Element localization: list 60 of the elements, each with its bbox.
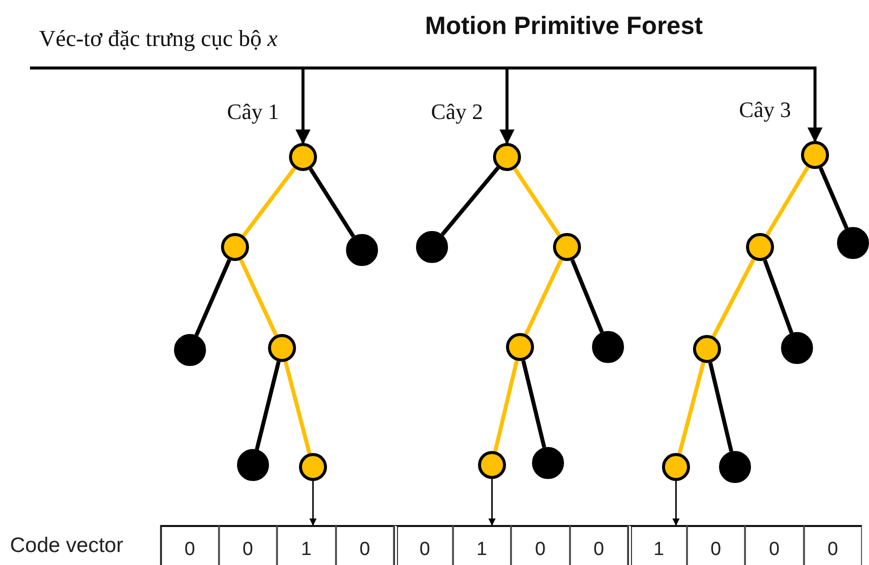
branch-line xyxy=(678,362,706,454)
branch-line xyxy=(524,258,563,336)
code-vector-cell: 0 xyxy=(745,525,804,565)
branch-line xyxy=(440,166,500,236)
code-vector-cell: 0 xyxy=(686,525,745,565)
tree-node xyxy=(237,449,269,481)
branch-line xyxy=(308,168,356,238)
code-vector-cell: 0 xyxy=(394,525,452,565)
active-tree-node xyxy=(693,335,721,363)
code-vector-cell: 0 xyxy=(511,525,570,565)
branch-line xyxy=(254,361,281,450)
tree-node xyxy=(592,331,624,363)
tree-node xyxy=(781,332,813,364)
active-tree-node xyxy=(506,333,534,361)
active-tree-node xyxy=(268,334,296,362)
tree-node xyxy=(416,231,448,263)
code-vector-cell: 1 xyxy=(628,525,686,565)
branch-line xyxy=(239,258,278,336)
branch-line xyxy=(242,166,296,238)
row-label: Code vector xyxy=(10,534,124,558)
arrow xyxy=(488,479,496,526)
branch-line xyxy=(493,360,519,452)
tree-label: Cây 1 xyxy=(227,99,279,125)
tree-node xyxy=(532,447,564,479)
diagram-title: Motion Primitive Forest xyxy=(425,12,703,41)
branch-line xyxy=(765,166,810,236)
tree-node xyxy=(346,234,378,266)
tree-label: Cây 3 xyxy=(739,97,791,123)
branch-line xyxy=(762,259,794,334)
active-tree-node xyxy=(662,453,690,481)
code-vector-cell: 1 xyxy=(277,525,336,565)
active-tree-node xyxy=(221,233,249,261)
branch-line xyxy=(570,259,604,333)
code-vector-cell: 0 xyxy=(570,525,628,565)
code-vector-cell: 0 xyxy=(336,525,394,565)
input-label: Véc-tơ đặc trưng cục bộ x xyxy=(30,26,370,68)
active-tree-node xyxy=(746,233,774,261)
arrow xyxy=(30,66,822,142)
branch-line xyxy=(284,361,312,454)
code-vector-cell: 0 xyxy=(160,525,218,565)
branch-line xyxy=(194,259,232,336)
branch-line xyxy=(513,168,561,236)
tree-node xyxy=(174,334,206,366)
tree-label: Cây 2 xyxy=(431,99,483,125)
tree-node xyxy=(719,451,751,483)
code-vector-cell: 0 xyxy=(218,525,277,565)
active-tree-node xyxy=(553,233,581,261)
branch-line xyxy=(818,167,848,230)
active-tree-node xyxy=(493,143,521,171)
branch-line xyxy=(708,362,734,452)
arrow xyxy=(672,481,680,526)
active-tree-node xyxy=(299,453,327,481)
active-tree-node xyxy=(801,141,829,169)
active-tree-node xyxy=(289,143,317,171)
active-tree-node xyxy=(478,451,506,479)
code-vector-cell: 0 xyxy=(804,525,862,565)
arrow xyxy=(309,481,317,526)
code-vector-cell: 1 xyxy=(452,525,511,565)
branch-line xyxy=(521,360,546,448)
tree-node xyxy=(837,227,869,259)
